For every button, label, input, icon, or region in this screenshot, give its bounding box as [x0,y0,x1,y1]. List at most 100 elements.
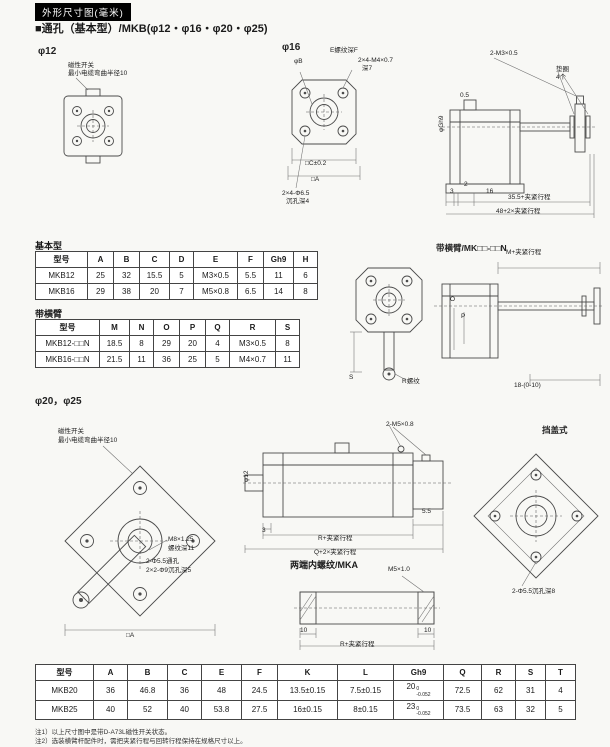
table-cell: 18.5 [99,335,130,352]
column-header: F [241,664,278,681]
table-cell: 36 [93,680,128,701]
column-header: S [275,319,300,336]
table-cell: 48 [201,680,242,701]
cover-holes-label: 2-Φ5.5沉孔深8 [512,588,556,595]
phi16-side-dim3-label: 3 [450,188,454,195]
cover-type-drawing [473,453,599,587]
table-cell: 25 [179,351,206,368]
column-header: 型号 [35,251,88,268]
arm-drawing-title: 带横臂/MK□□-□□N [436,243,507,253]
table-cell: 52 [127,699,168,720]
table-cell: 27.5 [241,699,278,720]
column-header: N [129,319,154,336]
table-cell: 5.5 [237,267,264,284]
column-header: T [545,664,576,681]
column-header: O [153,319,180,336]
arm-dim-o-label: O [450,296,456,303]
table-cell: M3×0.5 [229,335,276,352]
table-cell: 36 [167,680,202,701]
table-cell: 63 [481,699,516,720]
column-header: C [167,664,202,681]
phi2025-q-stroke-label: Q+2×夹紧行程 [314,549,357,556]
phi16-dim-a-label: □A [311,176,320,183]
mka-side-view-drawing [294,575,440,650]
table-cell: 5 [205,351,230,368]
column-header: A [93,664,128,681]
table-cell: 31 [515,680,546,701]
table-cell: 11 [129,351,154,368]
table-cell: 6 [293,267,318,284]
table-cell: 4 [545,680,576,701]
column-header: A [87,251,114,268]
table-cell: 8 [293,283,318,300]
phi16-size-label: φ16 [282,42,301,53]
phi2025-dim-a-label: □A [126,632,135,639]
phi16-bore-label: φB [294,58,303,65]
table-cell: 13.5±0.15 [277,680,338,701]
phi2025-through-holes-label: 2-Φ5.5通孔 [146,558,180,565]
table-cell: 5 [545,699,576,720]
phi16-side-view-drawing [442,57,596,218]
phi16-side-washer-label: 垫圈 [556,66,569,73]
table-cell: 40 [93,699,128,720]
phi2025-arm-thread-depth-label: 螺纹深11 [168,545,195,552]
arm-m-stroke-label: M+夹紧行程 [506,249,542,256]
table-cell: MKB16-□□N [35,351,100,368]
tolerance-stack: 0-0.052 [416,686,431,698]
column-header: F [237,251,264,268]
column-header: B [127,664,168,681]
table-cell: 25 [87,267,114,284]
table-cell: 4 [205,335,230,352]
column-header: H [293,251,318,268]
phi16-bottom-holes-label: 2×4-Φ6.5 [282,190,310,197]
table-cell: 20 [179,335,206,352]
table-cell: 6.5 [237,283,264,300]
column-header: Q [205,319,230,336]
phi2025-cable-note: 最小电缆弯曲半径10 [58,437,118,444]
tolerance-stack: 0-0.052 [416,705,431,718]
cover-type-title: 挡盖式 [542,425,568,435]
phi16-side-dim2-label: 2 [464,181,468,188]
phi16-side-washer-qty-label: 4个 [556,74,567,81]
table-cell: M3×0.5 [193,267,238,284]
phi16-dim-c-label: □C±0.2 [305,160,327,167]
table-cell: 29 [87,283,114,300]
column-header: 型号 [35,664,94,681]
table-cell: M4×0.7 [229,351,276,368]
table-cell: 7 [169,283,194,300]
table-cell: 11 [275,351,300,368]
column-header: D [169,251,194,268]
arm-r-thread-label: R螺纹 [402,378,420,385]
phi2025-side-view-drawing [243,424,453,553]
arm-side-view-drawing [434,262,604,386]
column-header: R [229,319,276,336]
phi16-thread-label: E螺纹深F [330,47,358,54]
column-header: L [337,664,394,681]
phi16-top-holes-depth-label: 深7 [362,65,373,72]
table-cell: 40 [167,699,202,720]
footnote-1: 注1）以上尺寸图中是带D-A73L磁性开关状态。 [35,729,172,736]
arm-dim-s-label: S [349,374,354,381]
phi2025-rod-label: φ12 [243,470,250,482]
table-cell: 8 [275,335,300,352]
page-header-badge: 外形尺寸图(毫米) [35,3,131,21]
table-cell: MKB25 [35,699,94,720]
table-cell: 8±0.15 [337,699,394,720]
phi16-bottom-holes-depth-label: 沉孔深4 [286,198,310,205]
table-cell: 72.5 [443,680,482,701]
table-cell: 53.8 [201,699,242,720]
phi16-side-screws-label: 2-M3×0.5 [490,50,518,57]
mka-thread-label: M5×1.0 [388,566,410,573]
table-cell: 24.5 [241,680,278,701]
table-cell: 8 [129,335,154,352]
table-cell: 38 [113,283,140,300]
table-cell: 73.5 [443,699,482,720]
